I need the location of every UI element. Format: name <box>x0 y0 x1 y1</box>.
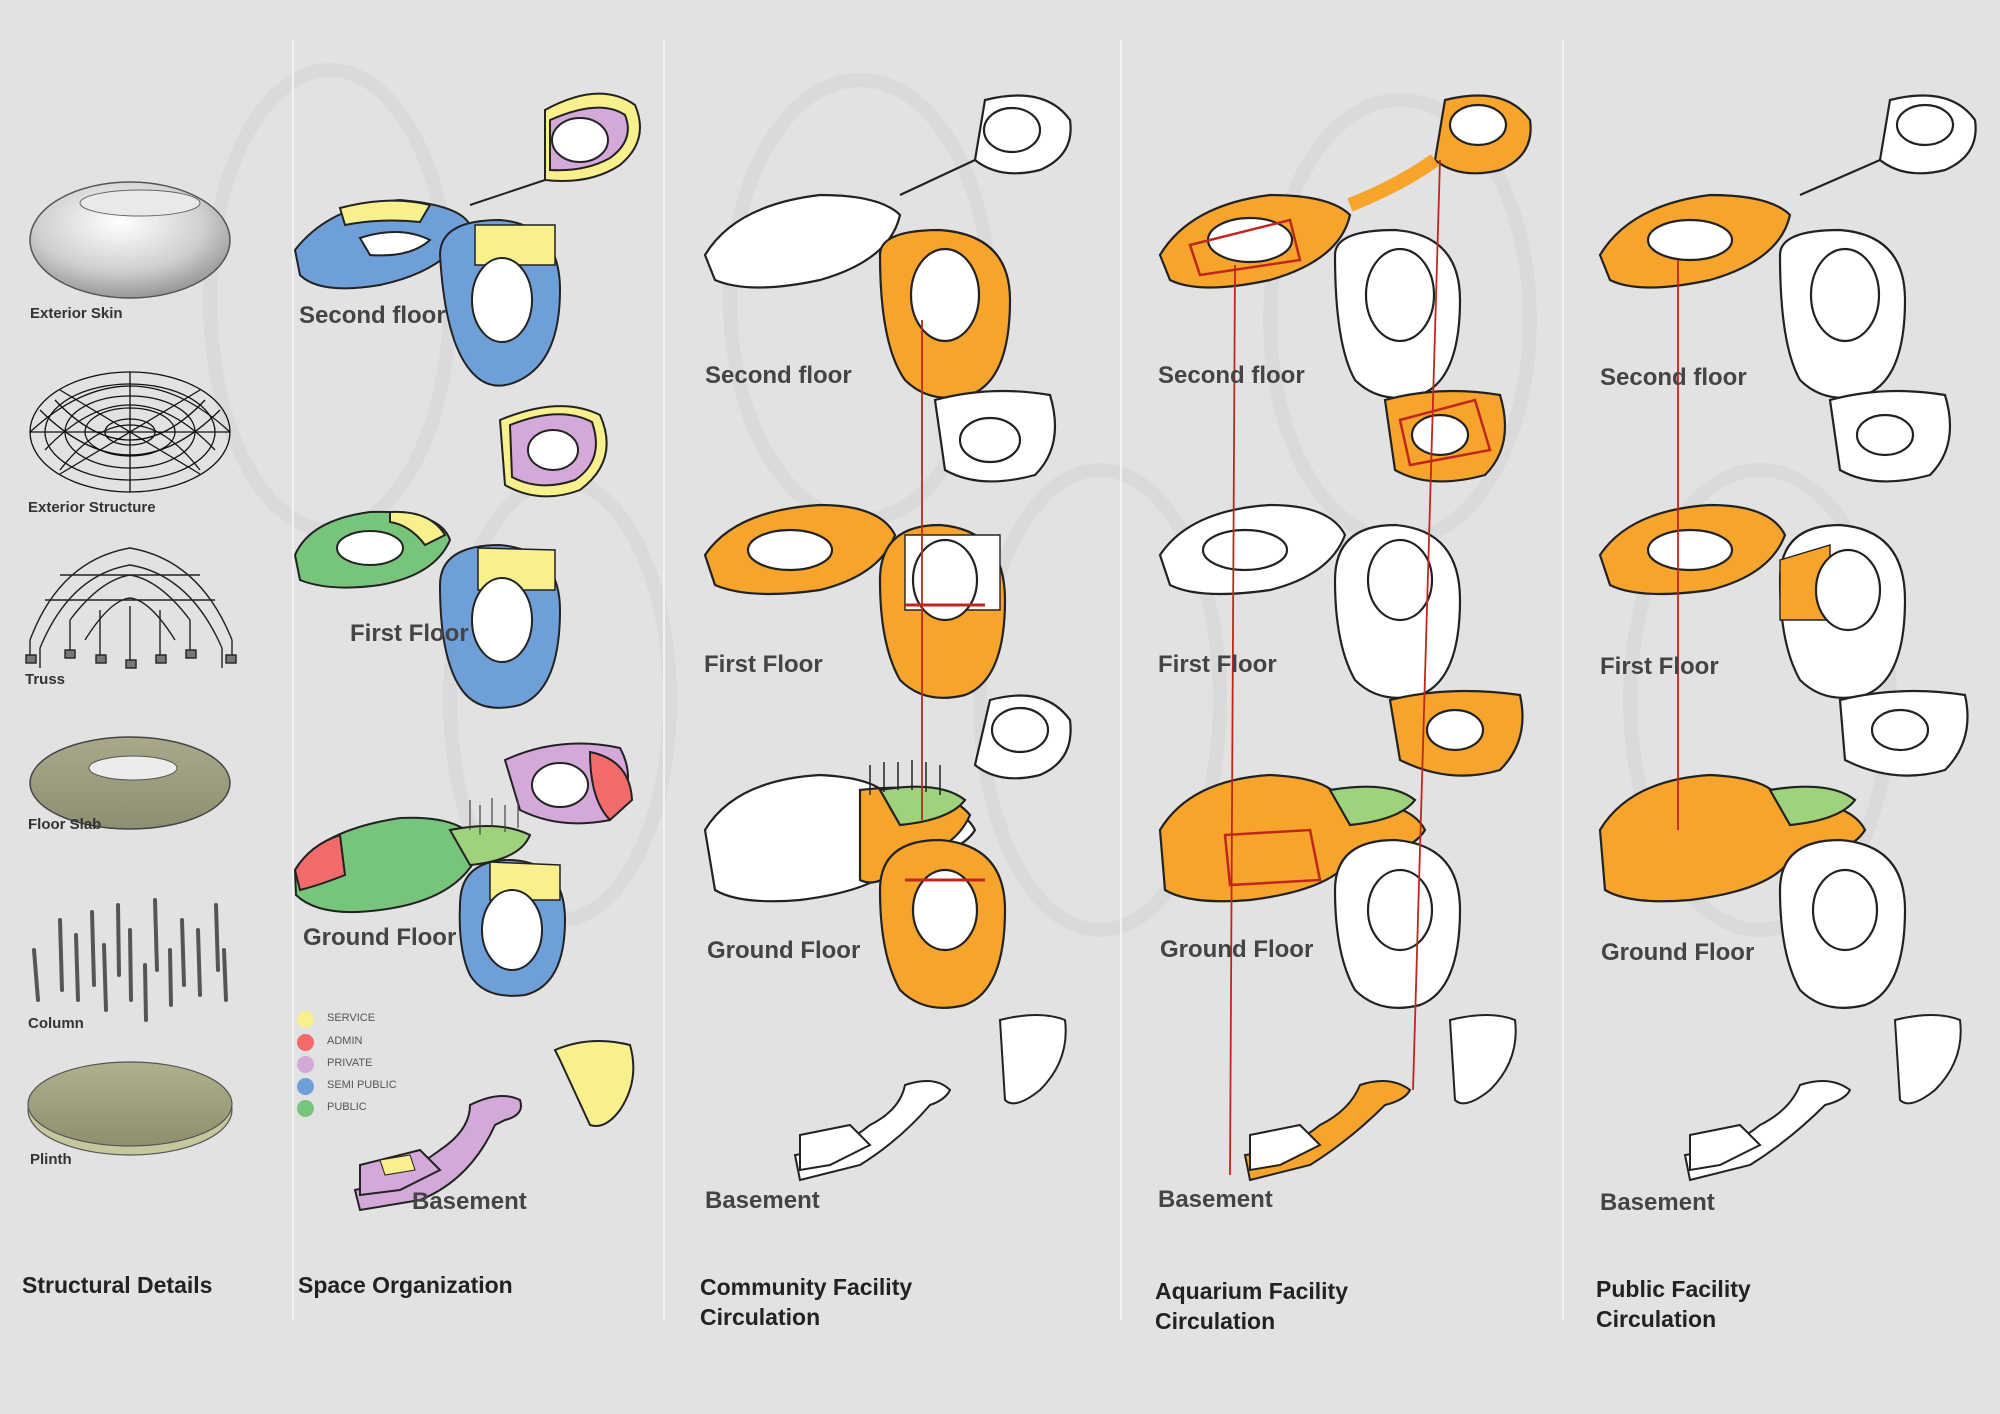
legend-swatch <box>297 1078 314 1095</box>
community-first-floor <box>703 503 1007 699</box>
truss-illustration <box>25 547 237 669</box>
exterior-skin-illustration <box>29 181 231 299</box>
public-first-floor <box>1598 503 1907 699</box>
legend-label: SEMI PUBLIC <box>327 1079 397 1091</box>
title-line: Circulation <box>1596 1306 1717 1332</box>
column-divider <box>292 40 294 1320</box>
community-label-basement: Basement <box>705 1187 820 1214</box>
column-divider <box>1120 40 1122 1320</box>
legend-label: ADMIN <box>327 1035 363 1047</box>
legend-swatch <box>297 1011 314 1028</box>
exterior-structure-illustration <box>29 371 231 493</box>
public-second-floor <box>1598 94 1977 483</box>
column-illustration <box>32 898 228 1022</box>
space-first-floor <box>293 405 608 709</box>
title-line: Circulation <box>1155 1308 1276 1334</box>
title-structural-details: Structural Details <box>22 1272 213 1298</box>
aquarium-vertical-links <box>1229 159 1441 1176</box>
column-divider <box>1562 40 1564 1320</box>
aquarium-label-basement: Basement <box>1158 1186 1273 1213</box>
aquarium-basement <box>1243 1014 1517 1182</box>
plinth-illustration <box>27 1061 233 1156</box>
label-truss: Truss <box>25 671 66 688</box>
title-aquarium-circulation: Aquarium Facility Circulation <box>1155 1276 1348 1336</box>
space-label-basement: Basement <box>412 1188 527 1215</box>
public-label-ground-floor: Ground Floor <box>1601 939 1755 966</box>
public-ground-floor <box>1598 689 1969 1009</box>
column-divider <box>663 40 665 1320</box>
title-public-circulation: Public Facility Circulation <box>1596 1274 1751 1334</box>
community-basement <box>793 1014 1067 1182</box>
aquarium-label-ground-floor: Ground Floor <box>1160 936 1314 963</box>
space-label-ground-floor: Ground Floor <box>303 924 457 951</box>
public-basement <box>1683 1014 1962 1182</box>
community-ground-floor <box>703 694 1072 1009</box>
title-line: Circulation <box>700 1304 821 1330</box>
label-plinth: Plinth <box>30 1151 72 1168</box>
title-line: Aquarium Facility <box>1155 1278 1348 1304</box>
label-exterior-skin: Exterior Skin <box>30 305 123 322</box>
label-floor-slab: Floor Slab <box>28 816 102 833</box>
floor-slab-illustration <box>29 736 231 830</box>
public-label-basement: Basement <box>1600 1189 1715 1216</box>
space-label-second-floor: Second floor <box>299 302 446 329</box>
legend-swatch <box>297 1056 314 1073</box>
label-exterior-structure: Exterior Structure <box>28 499 156 516</box>
aquarium-label-first-floor: First Floor <box>1158 651 1277 678</box>
legend-swatch <box>297 1034 314 1051</box>
label-column: Column <box>28 1015 84 1032</box>
space-second-floor <box>293 92 641 387</box>
community-label-second-floor: Second floor <box>705 362 852 389</box>
aquarium-ground-floor <box>1158 689 1524 1009</box>
legend-label: SERVICE <box>327 1012 376 1024</box>
title-line: Community Facility <box>700 1274 913 1300</box>
space-ground-floor <box>293 742 634 997</box>
aquarium-second-floor <box>1158 94 1532 483</box>
legend-label: PUBLIC <box>327 1101 367 1113</box>
legend-swatch <box>297 1100 314 1117</box>
title-space-organization: Space Organization <box>298 1272 513 1298</box>
space-label-first-floor: First Floor <box>350 620 469 647</box>
title-line: Public Facility <box>1596 1276 1751 1302</box>
public-label-second-floor: Second floor <box>1600 364 1747 391</box>
legend-label: PRIVATE <box>327 1057 373 1069</box>
community-label-first-floor: First Floor <box>704 651 823 678</box>
title-community-circulation: Community Facility Circulation <box>700 1272 912 1332</box>
space-basement <box>353 1040 635 1212</box>
aquarium-label-second-floor: Second floor <box>1158 362 1305 389</box>
community-label-ground-floor: Ground Floor <box>707 937 861 964</box>
community-second-floor <box>703 94 1072 483</box>
public-label-first-floor: First Floor <box>1600 653 1719 680</box>
